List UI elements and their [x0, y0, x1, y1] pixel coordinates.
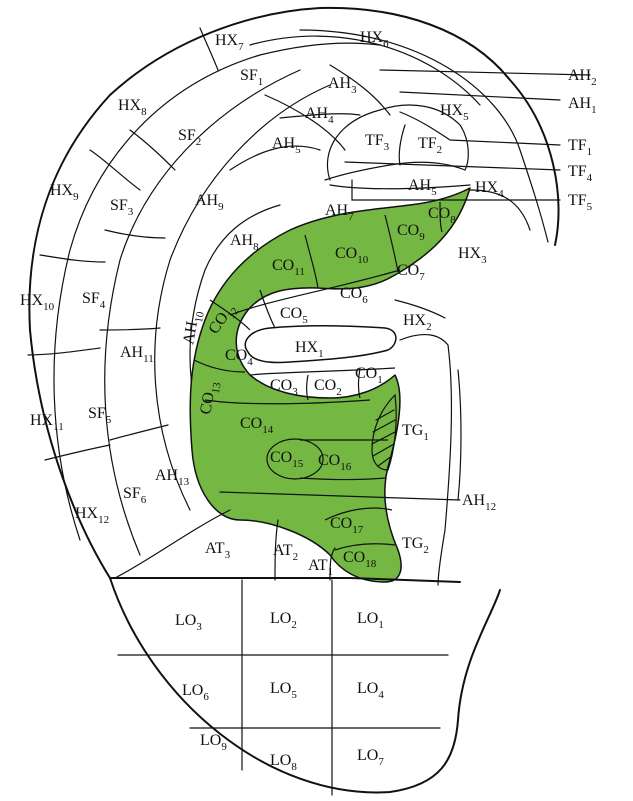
- label-lo7: LO7: [357, 747, 384, 768]
- sf-divider-2: [105, 230, 165, 238]
- label-tf4: TF4: [568, 163, 593, 184]
- lobule-top-line: [110, 578, 460, 582]
- label-tf1: TF1: [568, 137, 592, 158]
- label-co7: CO7: [397, 262, 425, 283]
- sf-divider-1: [130, 130, 175, 170]
- label-sf2: SF2: [178, 127, 201, 148]
- label-lo4: LO4: [357, 680, 384, 701]
- inferior-crus-line: [330, 185, 470, 189]
- label-ah1: AH1: [568, 95, 597, 116]
- label-hx6: HX6: [360, 29, 389, 50]
- label-lo2: LO2: [270, 610, 297, 631]
- label-ah8: AH8: [230, 232, 259, 253]
- label-lo3: LO3: [175, 612, 202, 633]
- label-lo8: LO8: [270, 752, 297, 773]
- label-hx8: HX8: [118, 97, 147, 118]
- label-ah2: AH2: [568, 67, 597, 88]
- leader-tf4: [345, 162, 560, 170]
- leader-ah2: [380, 70, 590, 75]
- label-co2: CO2: [314, 377, 342, 398]
- tragus-line-1: [458, 370, 461, 500]
- label-ah5-lower: AH5: [408, 177, 437, 198]
- label-at2: AT2: [273, 542, 298, 563]
- label-ah13: AH13: [155, 467, 190, 488]
- label-ah12: AH12: [462, 492, 496, 513]
- label-ah5-upper: AH5: [272, 135, 301, 156]
- label-tf2: TF2: [418, 135, 442, 156]
- label-hx10: HX10: [20, 292, 55, 313]
- label-hx3: HX3: [458, 245, 487, 266]
- label-hx7: HX7: [215, 32, 244, 53]
- label-lo6: LO6: [182, 682, 209, 703]
- label-sf3: SF3: [110, 197, 134, 218]
- sf-divider-4: [110, 425, 168, 440]
- label-at3: AT3: [205, 540, 231, 561]
- concha-line-8: [307, 375, 309, 400]
- sf-divider-3: [100, 328, 160, 330]
- label-sf4: SF4: [82, 290, 106, 311]
- label-at1: AT1: [308, 557, 333, 578]
- label-co1: CO1: [355, 365, 383, 386]
- hx-divider-4: [28, 348, 100, 355]
- label-tf5: TF5: [568, 192, 593, 213]
- label-co6: CO6: [340, 285, 368, 306]
- leader-ah1: [400, 92, 560, 100]
- label-sf6: SF6: [123, 485, 147, 506]
- hx-divider-3: [40, 255, 105, 262]
- label-sf1: SF1: [240, 67, 263, 88]
- label-lo1: LO1: [357, 610, 384, 631]
- label-tg1: TG1: [402, 422, 429, 443]
- label-lo5: LO5: [270, 680, 297, 701]
- tf-inner-curve: [325, 162, 465, 180]
- label-tg2: TG2: [402, 535, 429, 556]
- label-co5: CO5: [280, 305, 308, 326]
- label-hx9: HX9: [50, 182, 79, 203]
- label-hx4: HX4: [475, 179, 504, 200]
- label-ah11: AH11: [120, 344, 154, 365]
- tf-divider: [399, 125, 405, 165]
- label-ah4: AH4: [305, 105, 334, 126]
- label-ah3: AH3: [328, 75, 357, 96]
- label-hx2: HX2: [403, 312, 432, 333]
- label-sf5: SF5: [88, 405, 112, 426]
- label-tf3: TF3: [365, 132, 390, 153]
- label-ah9: AH9: [195, 192, 224, 213]
